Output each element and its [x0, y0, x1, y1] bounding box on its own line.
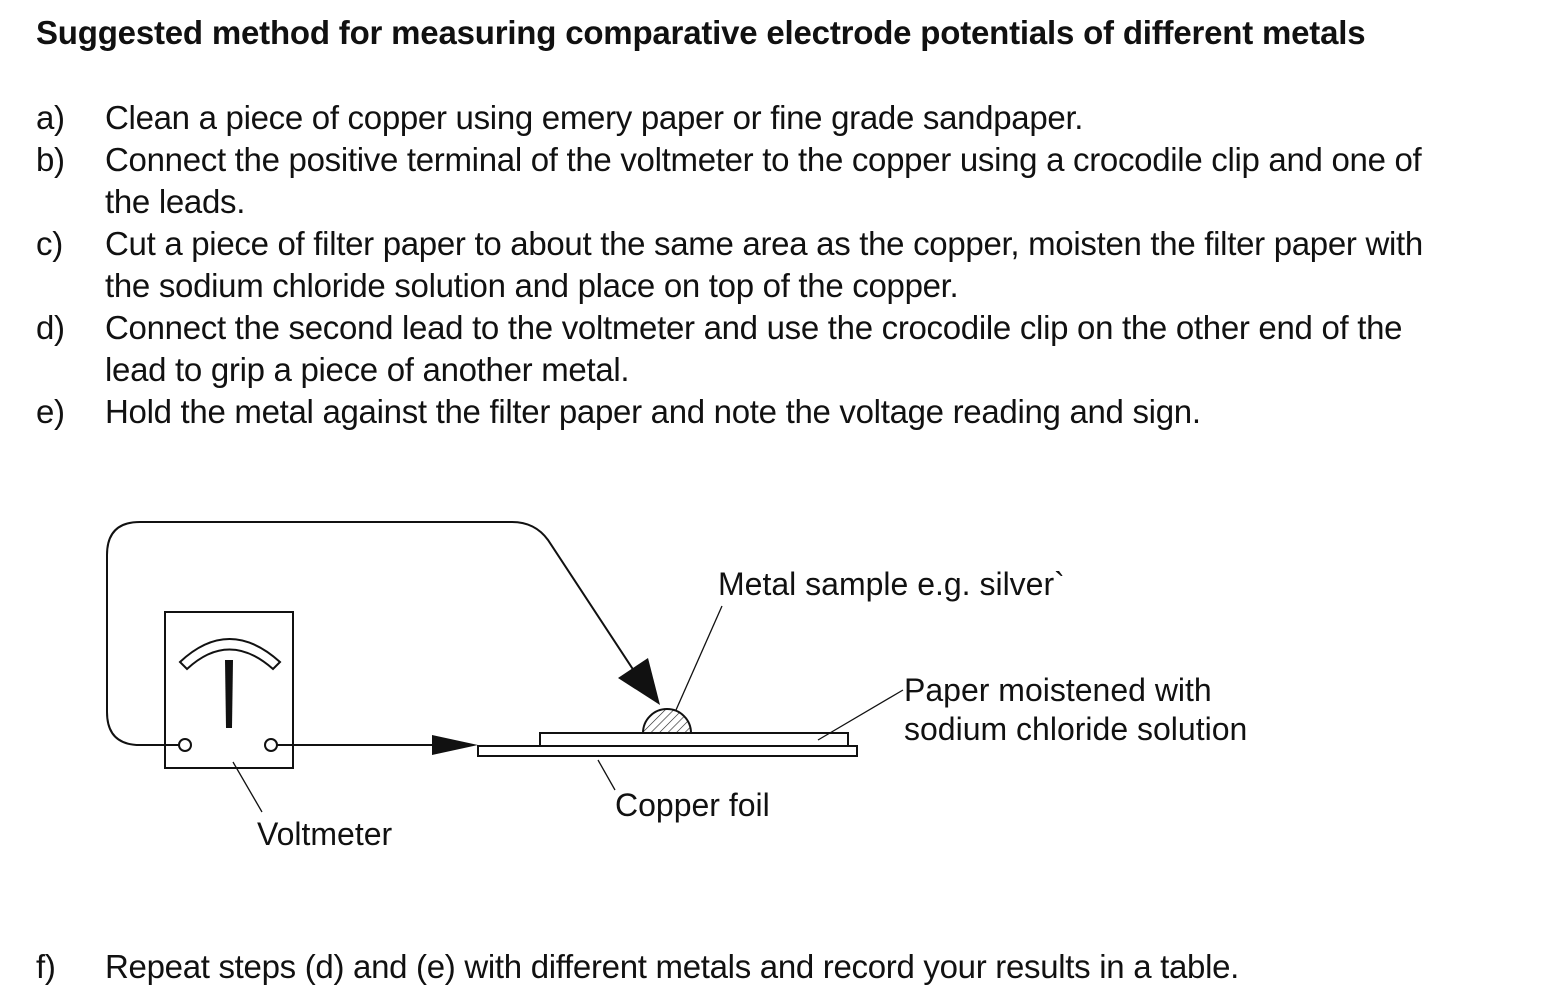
step-marker: b) — [36, 141, 65, 178]
step-text-line: Connect the positive terminal of the vol… — [105, 141, 1422, 178]
step-text-line: Connect the second lead to the voltmeter… — [105, 309, 1403, 346]
page-title: Suggested method for measuring comparati… — [36, 14, 1366, 51]
step-marker: e) — [36, 393, 65, 430]
step-f: f) Repeat steps (d) and (e) with differe… — [36, 946, 1561, 988]
metal-sample — [641, 708, 693, 734]
voltmeter-pointer — [232, 761, 263, 813]
voltmeter-label: Voltmeter — [257, 816, 393, 852]
lower-lead-arrowhead — [432, 735, 478, 755]
step-text-line: Clean a piece of copper using emery pape… — [105, 99, 1084, 136]
step-text-line: the leads. — [105, 183, 246, 220]
metal-sample-label: Metal sample e.g. silver` — [718, 566, 1065, 602]
copper-foil-pointer — [597, 759, 616, 791]
step-marker: d) — [36, 309, 65, 346]
step-text-line: Hold the metal against the filter paper … — [105, 393, 1201, 430]
paper-label-line1: Paper moistened with — [904, 672, 1212, 708]
step-d: d) Connect the second lead to the voltme… — [36, 307, 1561, 391]
step-b: b) Connect the positive terminal of the … — [36, 139, 1561, 223]
voltmeter-box — [164, 611, 294, 769]
apparatus-diagram: Metal sample e.g. silver` Paper moistene… — [106, 521, 1247, 852]
step-a: a) Clean a piece of copper using emery p… — [36, 97, 1561, 139]
step-text-line: lead to grip a piece of another metal. — [105, 351, 630, 388]
step-marker: a) — [36, 99, 65, 136]
filter-paper — [539, 732, 849, 747]
voltmeter-terminal-right — [264, 738, 278, 752]
metal-sample-pointer — [675, 605, 723, 711]
step-c: c) Cut a piece of filter paper to about … — [36, 223, 1561, 307]
step-text-line: the sodium chloride solution and place o… — [105, 267, 959, 304]
upper-lead-wire — [106, 521, 641, 746]
voltmeter-terminal-left — [178, 738, 192, 752]
upper-lead-arrowhead — [618, 658, 660, 705]
paper-label-line2: sodium chloride solution — [904, 711, 1247, 747]
step-marker: c) — [36, 225, 63, 262]
step-text-line: Cut a piece of filter paper to about the… — [105, 225, 1423, 262]
paper-pointer — [817, 689, 904, 741]
step-marker: f) — [36, 948, 56, 985]
step-text-line: Repeat steps (d) and (e) with different … — [105, 948, 1240, 985]
copper-foil — [477, 745, 858, 757]
voltmeter-scale — [178, 638, 282, 671]
step-e: e) Hold the metal against the filter pap… — [36, 391, 1561, 433]
copper-foil-label: Copper foil — [615, 787, 770, 823]
voltmeter-needle — [225, 660, 233, 728]
